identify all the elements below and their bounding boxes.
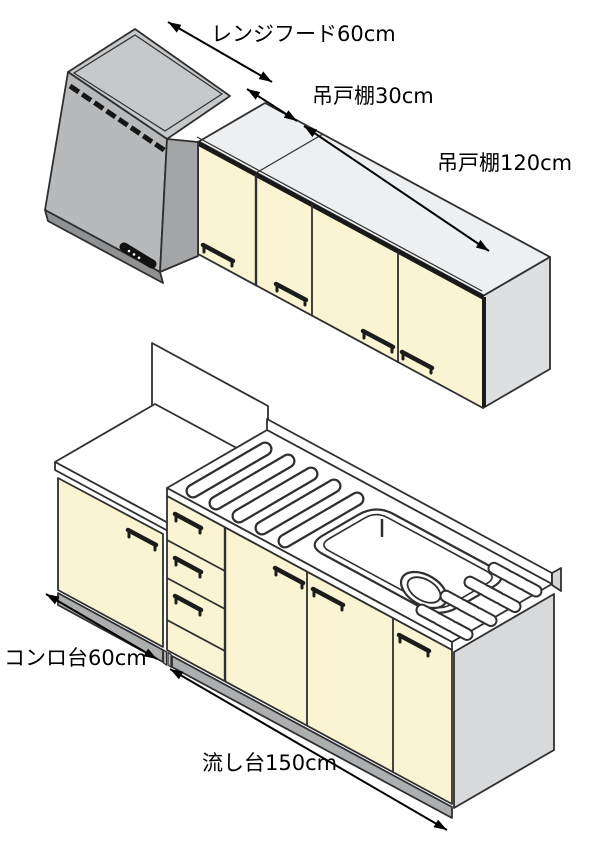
upper-front-top-edge [196, 140, 485, 300]
dim-upper-120 [303, 125, 490, 252]
front-door-seams [306, 572, 394, 772]
upper-top-rim-line [196, 136, 483, 292]
stove-door [57, 477, 164, 648]
drainboard-grooves [185, 441, 365, 549]
dimension-arrows [45, 21, 490, 831]
dim-range-hood [167, 21, 273, 83]
sink-cabinet-fronts [166, 495, 453, 805]
hood-control-panel [119, 242, 157, 269]
sink-door-handles [272, 565, 432, 658]
stove-base-unit [54, 403, 271, 669]
drain-inner [406, 576, 442, 604]
dim-stove-base [45, 593, 158, 660]
stove-door-handle-feet [127, 529, 157, 552]
dim-upper-30 [246, 88, 298, 122]
label-upper-120: 吊戸棚120cm [437, 151, 572, 175]
toe-kick-joint-tick-right [167, 651, 172, 669]
dimension-labels: レンジフード60cm 吊戸棚30cm 吊戸棚120cm コンロ台60cm 流し台… [4, 22, 572, 775]
upper-door-seams [311, 204, 399, 363]
sink-end-panel [453, 593, 555, 809]
sink-toe-kick [171, 655, 453, 819]
label-range-hood: レンジフード60cm [211, 22, 396, 46]
label-stove-base: コンロ台60cm [4, 646, 147, 670]
hood-top-rim [72, 34, 224, 132]
backsplash-panel [151, 342, 562, 592]
upper-top-seam-30-120 [255, 133, 324, 174]
range-hood [44, 28, 231, 284]
hood-vent-slats [68, 83, 166, 153]
upper-door-handles [200, 242, 435, 375]
backsplash-rail-endcap [551, 567, 562, 592]
drawer-seams [166, 539, 226, 652]
drainboard-pills [415, 561, 543, 641]
basin-inner-rim [323, 513, 493, 609]
upper-cabinets [196, 102, 551, 409]
label-sink-base: 流し台150cm [202, 751, 337, 775]
stove-door-handle [125, 527, 159, 548]
dim-sink-base [169, 668, 448, 831]
drawer-handles [172, 511, 204, 617]
hood-bottom-lip [44, 209, 164, 284]
label-upper-30: 吊戸棚30cm [312, 84, 434, 108]
sink-base-unit [166, 429, 555, 819]
hood-side-face [159, 138, 199, 273]
toe-kick-joint-tick-left [162, 648, 168, 667]
